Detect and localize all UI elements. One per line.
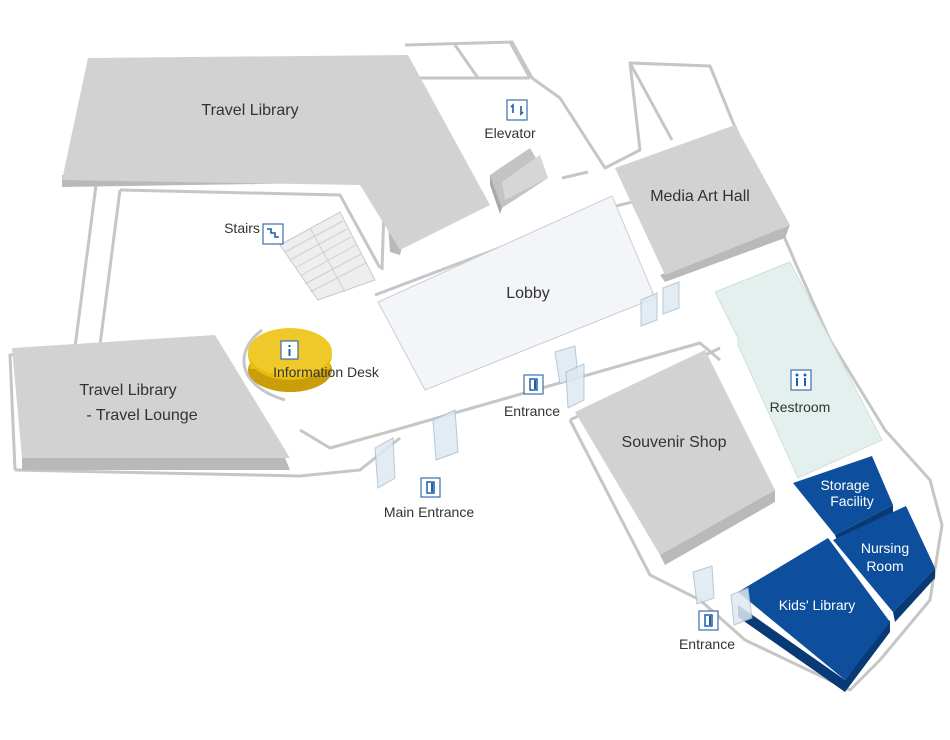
nursing-room[interactable]: Nursing Room	[833, 506, 935, 622]
restroom-room[interactable]: Restroom	[714, 261, 883, 479]
restroom-icon	[790, 369, 812, 391]
kids-library-room[interactable]: Kids' Library	[738, 538, 890, 692]
storage-facility-label-line1: Storage	[820, 477, 869, 493]
storage-facility-label-line2: Facility	[830, 493, 874, 509]
travel-lounge-room[interactable]: Travel Library - Travel Lounge	[12, 335, 290, 470]
entrance-center-label: Entrance	[504, 403, 560, 419]
information-icon	[280, 340, 299, 360]
media-art-hall-room[interactable]: Media Art Hall	[615, 125, 790, 282]
nursing-room-label-line2: Room	[866, 558, 903, 574]
information-desk[interactable]: Information Desk	[248, 328, 380, 392]
stairs-block[interactable]: Stairs	[224, 211, 376, 301]
restroom-label: Restroom	[770, 399, 831, 415]
storage-facility-room[interactable]: Storage Facility	[793, 456, 893, 543]
elevator-icon	[506, 99, 528, 121]
stairs-icon	[262, 223, 284, 245]
travel-library-label: Travel Library	[201, 102, 298, 119]
stairs-label: Stairs	[224, 220, 260, 236]
kids-library-label: Kids' Library	[779, 597, 856, 613]
elevator-label: Elevator	[484, 125, 536, 141]
entrance-south[interactable]: Entrance	[679, 610, 735, 652]
travel-lounge-label-line1: Travel Library	[79, 382, 176, 399]
souvenir-shop-label: Souvenir Shop	[622, 434, 727, 451]
elevator-block[interactable]: Elevator	[484, 99, 548, 214]
entrance-center[interactable]: Entrance	[504, 374, 560, 419]
glass-doors	[374, 281, 753, 626]
main-entrance-label: Main Entrance	[384, 504, 474, 520]
entrance-south-label: Entrance	[679, 636, 735, 652]
lobby-label: Lobby	[506, 285, 550, 302]
travel-lounge-label-line2: - Travel Lounge	[86, 407, 197, 424]
travel-library-room[interactable]: Travel Library	[62, 55, 490, 255]
door-icon	[698, 610, 719, 631]
nursing-room-label-line1: Nursing	[861, 540, 909, 556]
souvenir-shop-room[interactable]: Souvenir Shop	[575, 350, 775, 565]
media-art-hall-label: Media Art Hall	[650, 188, 750, 205]
door-icon	[420, 477, 441, 498]
door-icon	[523, 374, 544, 395]
information-desk-label: Information Desk	[273, 364, 380, 380]
main-entrance[interactable]: Main Entrance	[384, 477, 474, 520]
